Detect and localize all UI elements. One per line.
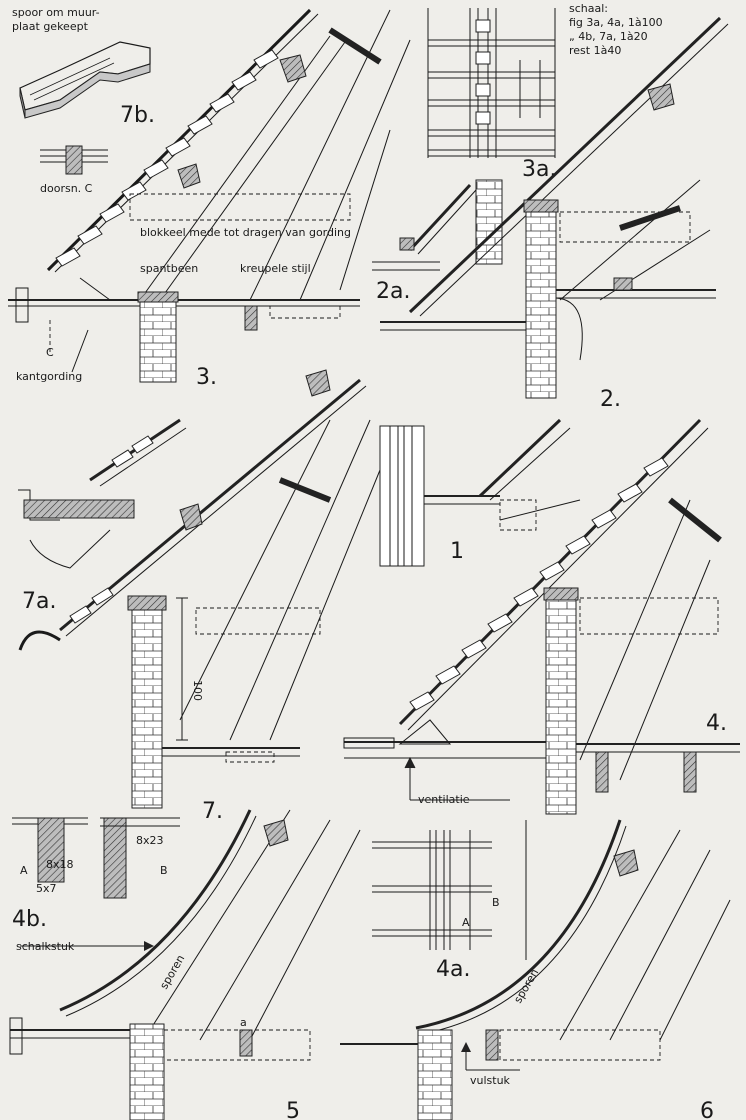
figure-3: C blokkeel mede tot dragen van gording s… xyxy=(8,8,411,390)
figure-6: vulstuk sporen 6 xyxy=(340,819,731,1120)
wall-plate-drawing xyxy=(19,41,151,119)
figure-note: plaat gekeept xyxy=(12,20,89,33)
figure-note: spoor om muur- xyxy=(12,6,100,19)
figure-3a: 3a. xyxy=(427,8,556,182)
section-b-label: B xyxy=(160,864,168,877)
scale-note-line: „ 4b, 7a, 1à20 xyxy=(569,30,648,43)
figure-number: 6 xyxy=(700,1099,714,1120)
figure-number: 4a. xyxy=(436,957,470,982)
scale-note-line: schaal: xyxy=(569,2,608,15)
figure-7: 100 7. xyxy=(18,369,381,824)
section-c-drawing xyxy=(40,145,108,175)
figure-4a: A B 4a. xyxy=(372,820,527,982)
figure-2: 2. xyxy=(380,16,729,412)
figure-number: 2a. xyxy=(376,279,410,304)
figure-7b: spoor om muur- plaat gekeept 7b. doorsn.… xyxy=(12,6,155,195)
label-kantgording: kantgording xyxy=(16,370,82,383)
figure-number: 3. xyxy=(196,365,217,390)
figure-number: 7b. xyxy=(120,103,155,128)
figure-4b: A B 8x18 5x7 8x23 4b. xyxy=(12,817,180,932)
section-label: doorsn. C xyxy=(40,182,93,195)
label-ventilatie: ventilatie xyxy=(418,793,470,806)
label-sporen: sporen xyxy=(157,953,187,992)
dimension-label: 8x18 xyxy=(46,858,74,871)
figure-number: 7a. xyxy=(22,589,56,614)
figure-1: 1 xyxy=(379,418,581,567)
label-sporen: sporen xyxy=(511,967,541,1006)
figure-7a: 7a. xyxy=(18,418,187,614)
figure-number: 7. xyxy=(202,799,223,824)
label-blokkeel: blokkeel mede tot dragen van gording xyxy=(140,226,351,239)
section-mark: C xyxy=(46,346,54,359)
figure-number: 2. xyxy=(600,387,621,412)
dimension-label: 5x7 xyxy=(36,882,57,895)
label-a: a xyxy=(240,1016,247,1029)
section-a-label: A xyxy=(462,916,470,929)
figure-number: 1 xyxy=(450,539,464,564)
dimension-label: 100 xyxy=(191,680,204,701)
section-b-label: B xyxy=(492,896,500,909)
figure-number: 4b. xyxy=(12,907,47,932)
section-a-label: A xyxy=(20,864,28,877)
label-vulstuk: vulstuk xyxy=(470,1074,511,1087)
figure-5: schalkstuk sporen a 5 xyxy=(9,809,361,1120)
label-spantbeen: spantbeen xyxy=(140,262,198,275)
scale-note-line: rest 1à40 xyxy=(569,44,621,57)
figure-number: 5 xyxy=(286,1099,300,1120)
scale-note: schaal: fig 3a, 4a, 1à100 „ 4b, 7a, 1à20… xyxy=(569,2,663,57)
scale-note-line: fig 3a, 4a, 1à100 xyxy=(569,16,663,29)
label-kreupele-stijl: kreupele stijl xyxy=(240,262,311,275)
label-schalkstuk: schalkstuk xyxy=(16,940,75,953)
figure-4: ventilatie 4. xyxy=(343,418,740,815)
dimension-label: 8x23 xyxy=(136,834,164,847)
figure-number: 4. xyxy=(706,711,727,736)
